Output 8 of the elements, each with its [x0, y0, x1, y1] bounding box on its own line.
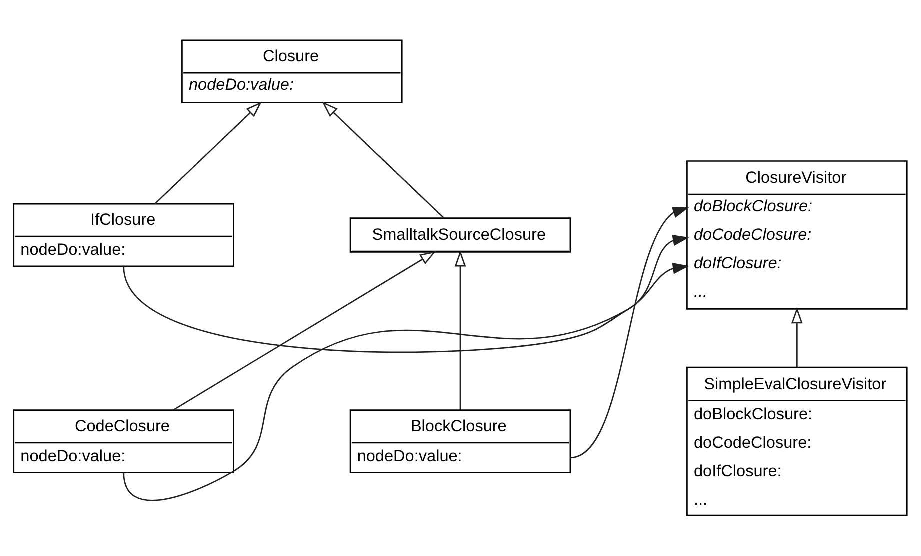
arrow [322, 102, 444, 218]
arrow [570, 207, 690, 459]
arrow [173, 251, 436, 411]
arrow [123, 262, 690, 354]
arrow [791, 307, 803, 368]
arrow [154, 102, 262, 204]
arrow [123, 234, 690, 502]
arrow [454, 250, 466, 410]
